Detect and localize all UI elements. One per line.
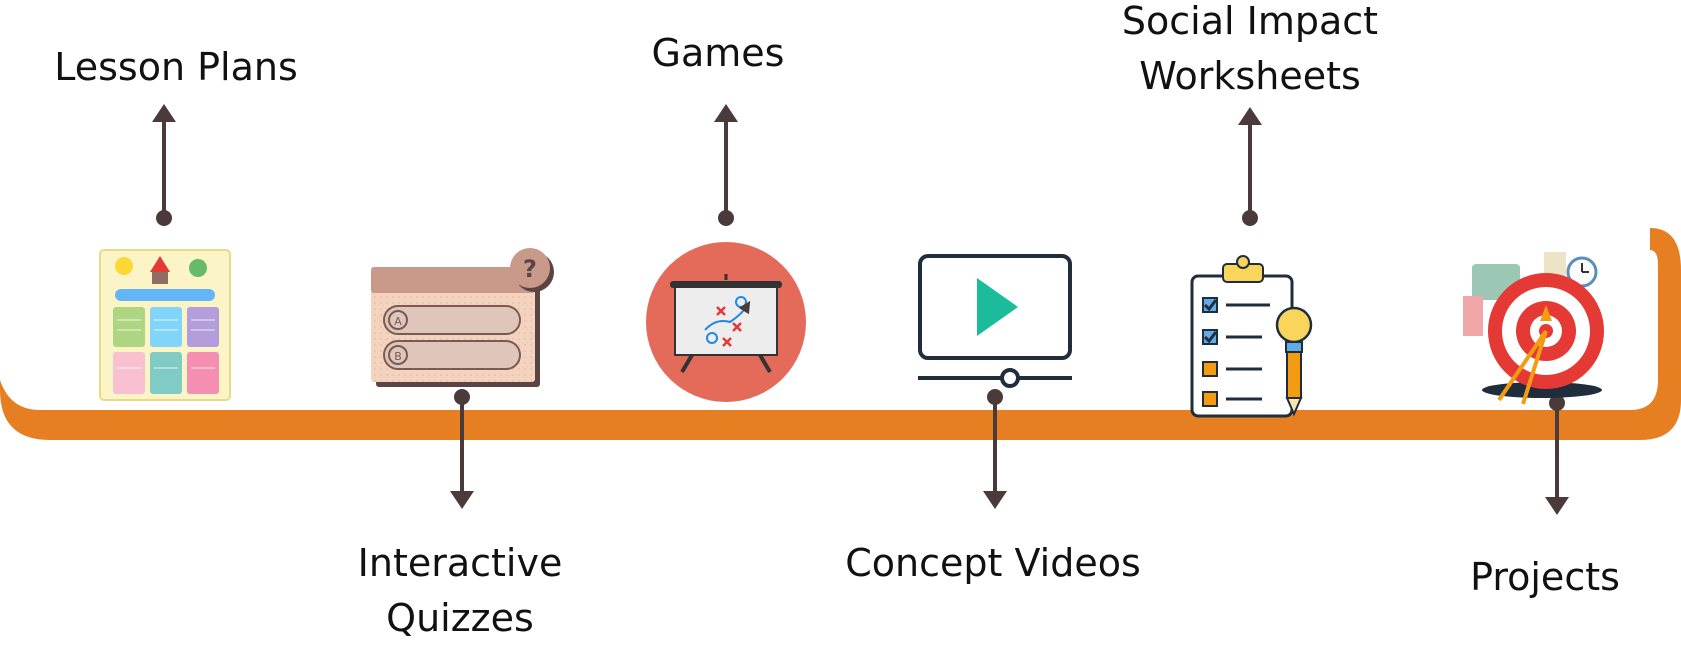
svg-text:A: A (394, 315, 402, 328)
quiz-card-icon: A B ? (371, 248, 554, 387)
anchor-dot-social-impact-worksheets (1242, 210, 1258, 226)
label-games: Games (651, 31, 785, 75)
timeline-band (0, 228, 1681, 440)
svg-text:B: B (394, 350, 402, 363)
checklist-clipboard-icon (1190, 255, 1313, 418)
target-goal-icon (1463, 252, 1604, 405)
video-player-icon (918, 254, 1072, 388)
arrowhead-interactive-quizzes (450, 491, 474, 509)
connectors (152, 104, 1569, 515)
strategy-board-icon (646, 242, 806, 402)
label-projects: Projects (1470, 555, 1620, 599)
arrowhead-games (714, 104, 738, 122)
label-social-impact-worksheets: Social Impact Worksheets (1121, 0, 1379, 99)
arrowhead-projects (1545, 497, 1569, 515)
anchor-dot-interactive-quizzes (454, 389, 470, 405)
svg-text:?: ? (523, 255, 537, 283)
anchor-dot-games (718, 210, 734, 226)
arrowhead-concept-videos (983, 491, 1007, 509)
label-lesson-plans: Lesson Plans (54, 45, 298, 89)
anchor-dot-concept-videos (987, 389, 1003, 405)
anchor-dot-projects (1549, 395, 1565, 411)
school-timetable-icon (99, 249, 231, 401)
anchor-dot-lesson-plans (156, 210, 172, 226)
arrowhead-social-impact-worksheets (1238, 107, 1262, 125)
label-interactive-quizzes: Interactive Quizzes (357, 541, 563, 641)
label-concept-videos: Concept Videos (845, 541, 1141, 585)
arrowhead-lesson-plans (152, 104, 176, 122)
